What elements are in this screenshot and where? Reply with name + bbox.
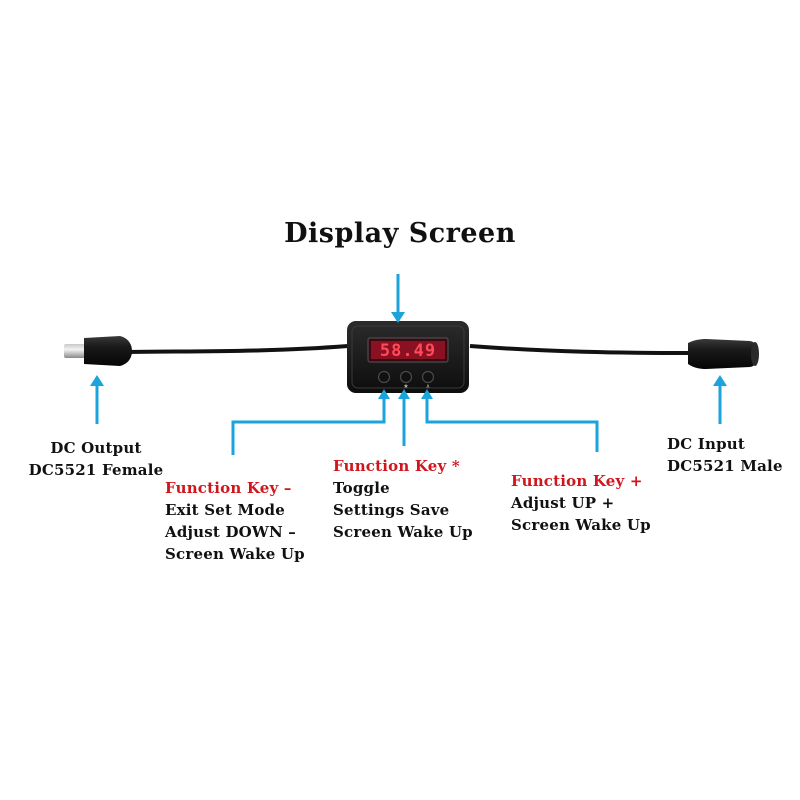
arrowhead-key-plus	[421, 389, 433, 399]
arrowhead-dc-output	[90, 375, 104, 386]
display-screen-title: Display Screen	[284, 218, 516, 249]
arrowheads	[90, 312, 727, 399]
arrowhead-key-minus	[378, 389, 390, 399]
function-key-plus-title: Function Key +	[511, 472, 643, 490]
function-key-minus-title: Function Key –	[165, 479, 292, 497]
dc-output-line2: DC5521 Female	[28, 461, 164, 479]
function-key-minus-button[interactable]	[377, 370, 391, 384]
dc-input-line1: DC Input	[667, 435, 746, 453]
arrows	[95, 274, 722, 455]
function-key-plus-line: Adjust UP +	[511, 494, 615, 512]
function-key-minus-label: Function Key – Exit Set Mode Adjust DOWN…	[165, 477, 305, 565]
dc-output-label: DC Output DC5521 Female	[10, 437, 182, 481]
function-key-star-button[interactable]	[399, 370, 413, 384]
function-key-plus-line: Screen Wake Up	[511, 516, 651, 534]
arrowhead-key-star	[398, 389, 410, 399]
function-key-plus-label: Function Key + Adjust UP + Screen Wake U…	[511, 470, 651, 536]
cable	[469, 344, 691, 355]
dc-output-connector	[64, 336, 132, 366]
function-key-star-line: Toggle	[333, 479, 390, 497]
dc-input-label: DC Input DC5521 Male	[667, 433, 783, 477]
function-key-star-line: Screen Wake Up	[333, 523, 473, 541]
cable	[127, 344, 349, 354]
function-key-minus-line: Screen Wake Up	[165, 545, 305, 563]
device-box: 58.49 ★ ∧	[347, 321, 469, 393]
display-readout: 58.49	[380, 341, 436, 361]
function-key-star-title: Function Key *	[333, 457, 460, 475]
function-key-minus-line: Exit Set Mode	[165, 501, 285, 519]
dc-input-line2: DC5521 Male	[667, 457, 783, 475]
function-key-plus-button[interactable]	[421, 370, 435, 384]
plus-mark: ∧	[426, 383, 430, 390]
function-key-star-line: Settings Save	[333, 501, 450, 519]
dc-output-line1: DC Output	[50, 439, 142, 457]
star-mark: ★	[403, 383, 408, 390]
arrowhead-display	[391, 312, 405, 323]
arrowhead-dc-input	[713, 375, 727, 386]
function-key-minus-line: Adjust DOWN –	[165, 523, 297, 541]
dc-input-connector	[688, 339, 759, 369]
function-key-star-label: Function Key * Toggle Settings Save Scre…	[333, 455, 473, 543]
